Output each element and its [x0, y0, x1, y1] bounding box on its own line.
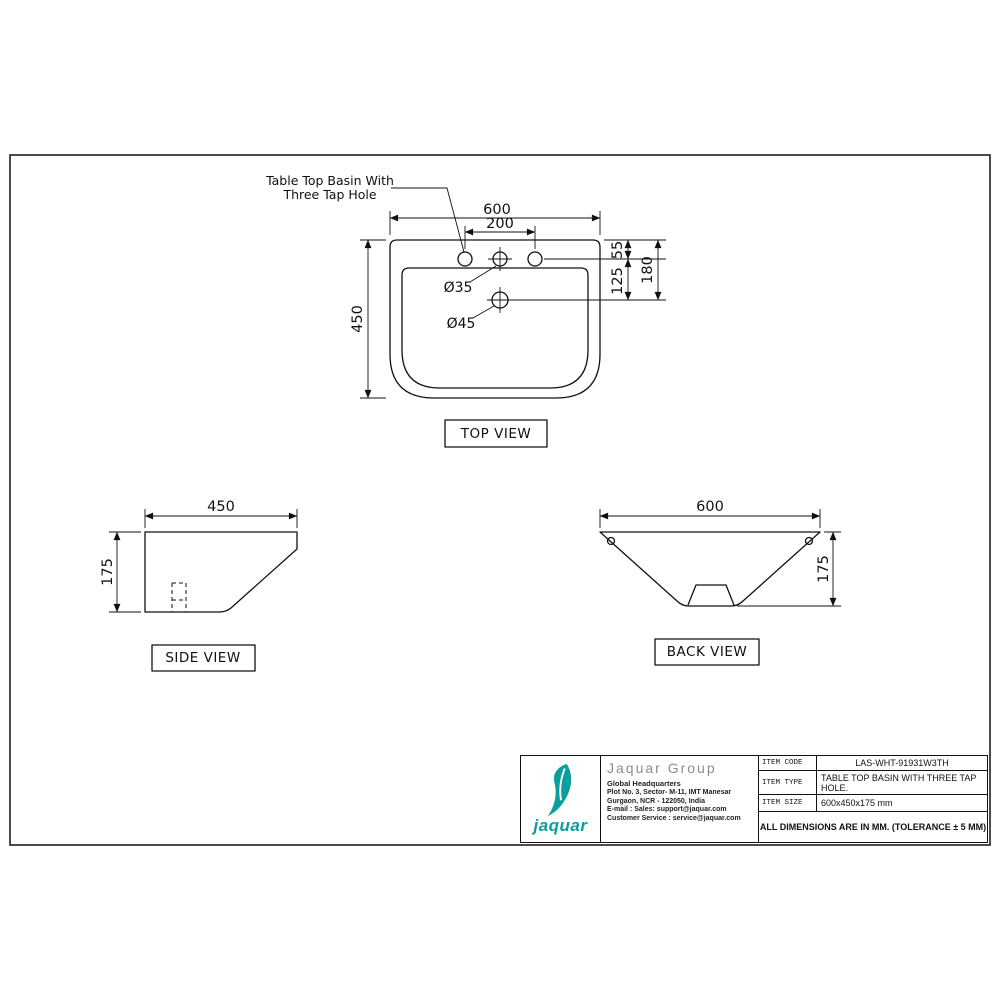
back-view-label: BACK VIEW — [654, 638, 760, 666]
basin-bowl-outline — [401, 267, 589, 389]
top-view-title: TOP VIEW — [460, 426, 531, 442]
company-address-line1: Plot No. 3, Sector- M-11, IMT Manesar — [607, 789, 732, 796]
basin-callout: Table Top Basin With Three Tap Hole — [265, 173, 465, 253]
company-address-line2: Gurgaon, NCR - 122050, India — [607, 797, 706, 805]
dim-tap-spacing: 200 — [486, 216, 514, 232]
jaquar-leaf-icon — [547, 763, 571, 817]
tolerance-note: ALL DIMENSIONS ARE IN MM. (TOLERANCE ± 5… — [759, 822, 987, 832]
dim-edge-to-drain: 180 — [640, 256, 656, 284]
item-size-value: 600x450x175 mm — [821, 798, 893, 808]
item-size-label: ITEM SIZE — [759, 795, 817, 811]
item-size-row: ITEM SIZE 600x450x175 mm — [759, 795, 987, 812]
callout-line1: Table Top Basin With — [265, 173, 394, 188]
top-view-dimensions: 600 200 450 55 125 180 Ø35 Ø45 — [350, 202, 666, 399]
company-customer-service: Customer Service : service@jaquar.com — [607, 814, 741, 822]
dim-drain-hole-diameter: Ø45 — [447, 316, 476, 332]
item-code-label: ITEM CODE — [759, 756, 817, 770]
company-headquarters: Global Headquarters — [607, 779, 681, 788]
back-outline — [599, 531, 821, 607]
hidden-drain-outline — [171, 582, 187, 612]
item-type-label: ITEM TYPE — [759, 771, 817, 794]
item-type-row: ITEM TYPE TABLE TOP BASIN WITH THREE TAP… — [759, 771, 987, 795]
top-view — [389, 239, 601, 399]
drawing-frame — [9, 154, 991, 846]
callout-line2: Three Tap Hole — [282, 187, 376, 202]
tap-hole-left — [457, 251, 473, 267]
dim-side-depth: 450 — [207, 499, 235, 515]
company-info-cell: Jaquar Group Global Headquarters Plot No… — [601, 756, 759, 842]
dim-top-width: 600 — [483, 202, 511, 218]
title-block: jaquar Jaquar Group Global Headquarters … — [520, 755, 988, 843]
side-view — [144, 531, 298, 613]
mount-hole-right — [804, 536, 814, 546]
back-view-dimensions: 600 175 — [599, 499, 841, 607]
back-view-title: BACK VIEW — [667, 644, 747, 660]
mount-hole-left — [606, 536, 616, 546]
item-code-value: LAS-WHT-91931W3TH — [855, 758, 949, 768]
dim-top-depth: 450 — [350, 305, 366, 333]
dim-edge-to-taps: 55 — [610, 241, 626, 259]
company-name: Jaquar Group — [607, 760, 717, 776]
brand-logo-cell: jaquar — [521, 756, 601, 842]
company-email: E-mail : Sales: support@jaquar.com — [607, 806, 727, 814]
top-view-label: TOP VIEW — [444, 419, 548, 448]
side-profile-outline — [144, 531, 298, 613]
drain-boss-outline — [687, 584, 735, 606]
item-info-table: ITEM CODE LAS-WHT-91931W3TH ITEM TYPE TA… — [759, 756, 987, 842]
dim-side-height: 175 — [100, 558, 116, 586]
item-type-value: TABLE TOP BASIN WITH THREE TAP HOLE. — [821, 772, 977, 793]
dim-back-width: 600 — [696, 499, 724, 515]
side-view-dimensions: 450 175 — [100, 499, 298, 613]
brand-name: jaquar — [533, 816, 588, 835]
side-view-label: SIDE VIEW — [151, 644, 256, 672]
item-code-row: ITEM CODE LAS-WHT-91931W3TH — [759, 756, 987, 771]
dim-tap-hole-diameter: Ø35 — [444, 280, 473, 296]
tap-hole-right — [527, 251, 543, 267]
basin-outer-outline — [389, 239, 601, 399]
dim-taps-to-drain: 125 — [610, 267, 626, 295]
dim-back-height: 175 — [816, 555, 832, 583]
back-view — [599, 531, 821, 607]
side-view-title: SIDE VIEW — [165, 650, 240, 666]
